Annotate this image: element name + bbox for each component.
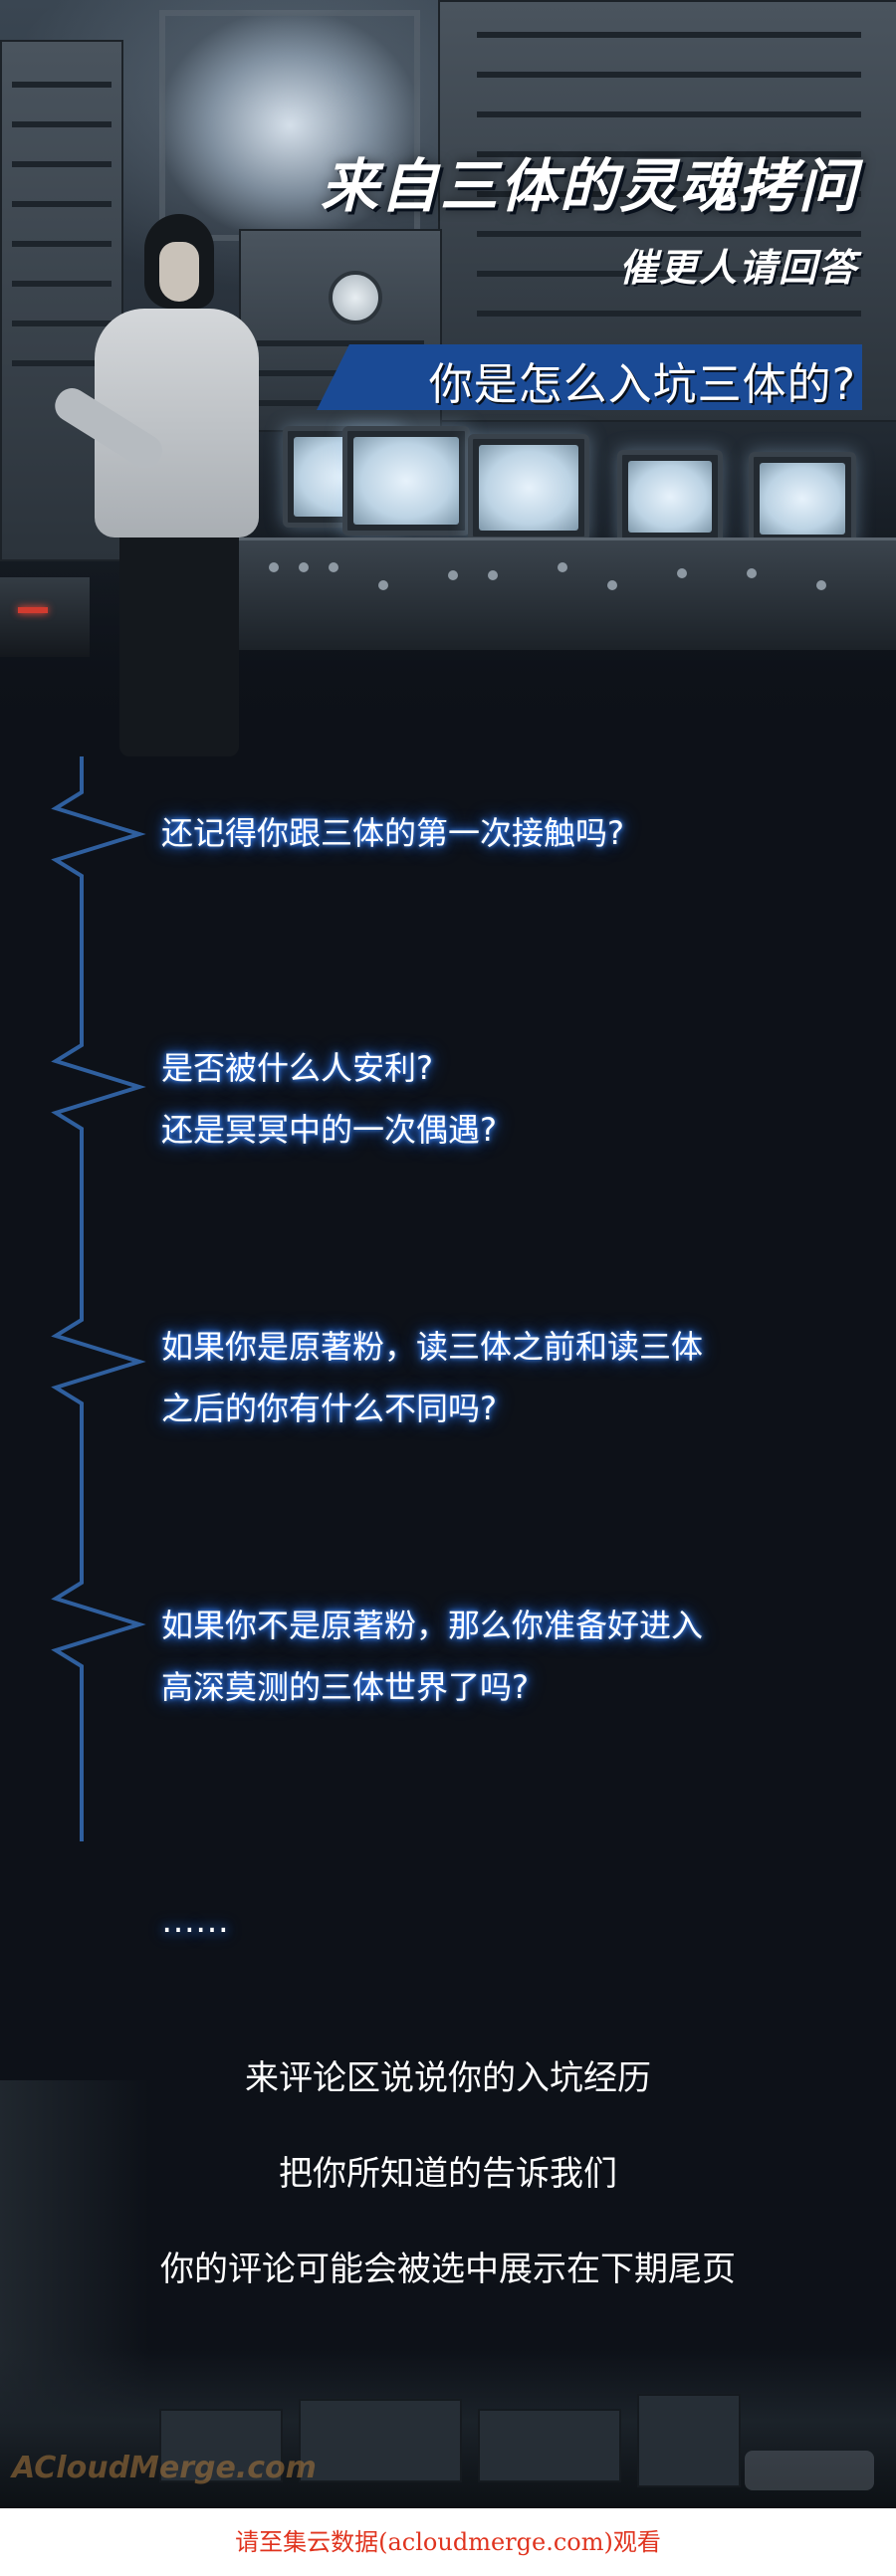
poster: 来自三体的灵魂拷问 催更人请回答 你是怎么入坑三体的? 还记得你跟三体的第一次接… (0, 0, 896, 2508)
crt-monitor (468, 434, 589, 541)
closing-message: 来评论区说说你的入坑经历 把你所知道的告诉我们 你的评论可能会被选中展示在下期尾… (0, 2031, 896, 2317)
closing-line-2: 把你所知道的告诉我们 (279, 2154, 617, 2194)
crt-monitor (342, 426, 470, 536)
question-line: 还记得你跟三体的第一次接触吗? (161, 814, 624, 852)
question-block-3: 如果你是原著粉，读三体之前和读三体 之后的你有什么不同吗? (161, 1316, 878, 1439)
question-line: 如果你不是原著粉，那么你准备好进入 (161, 1607, 704, 1644)
headline-question: 你是怎么入坑三体的? (428, 359, 856, 410)
closing-line-1: 来评论区说说你的入坑经历 (245, 2058, 651, 2098)
woman-figure (49, 214, 279, 756)
watermark-logo-left: ACloudMerge.com (12, 2451, 317, 2485)
lit-window (159, 10, 420, 241)
question-banner (317, 344, 862, 410)
gauge-dial (329, 271, 382, 324)
question-line: 是否被什么人安利? (161, 1049, 433, 1087)
question-block-2: 是否被什么人安利? 还是冥冥中的一次偶遇? (161, 1037, 878, 1161)
question-line: 高深莫测的三体世界了吗? (161, 1668, 529, 1706)
watermark-logo-right (745, 2451, 874, 2490)
question-line: 之后的你有什么不同吗? (161, 1390, 497, 1427)
question-line: 如果你是原著粉，读三体之前和读三体 (161, 1328, 704, 1366)
question-block-1: 还记得你跟三体的第一次接触吗? (161, 802, 878, 864)
question-block-4: 如果你不是原著粉，那么你准备好进入 高深莫测的三体世界了吗? (161, 1595, 878, 1718)
red-indicator-light (18, 607, 48, 613)
crt-monitor (749, 452, 856, 545)
crt-monitor (617, 450, 723, 543)
question-line: 还是冥冥中的一次偶遇? (161, 1111, 497, 1149)
control-console (229, 537, 896, 650)
side-desk (0, 577, 90, 657)
closing-line-3: 你的评论可能会被选中展示在下期尾页 (160, 2250, 736, 2289)
zigzag-timeline (51, 756, 146, 1841)
page-subtitle: 催更人请回答 (618, 246, 858, 290)
ellipsis: …… (161, 1901, 229, 1941)
bottom-machinery (0, 2349, 896, 2508)
page-title: 来自三体的灵魂拷问 (320, 152, 858, 220)
footer-notice: 请至集云数据(acloudmerge.com)观看 (0, 2508, 896, 2576)
